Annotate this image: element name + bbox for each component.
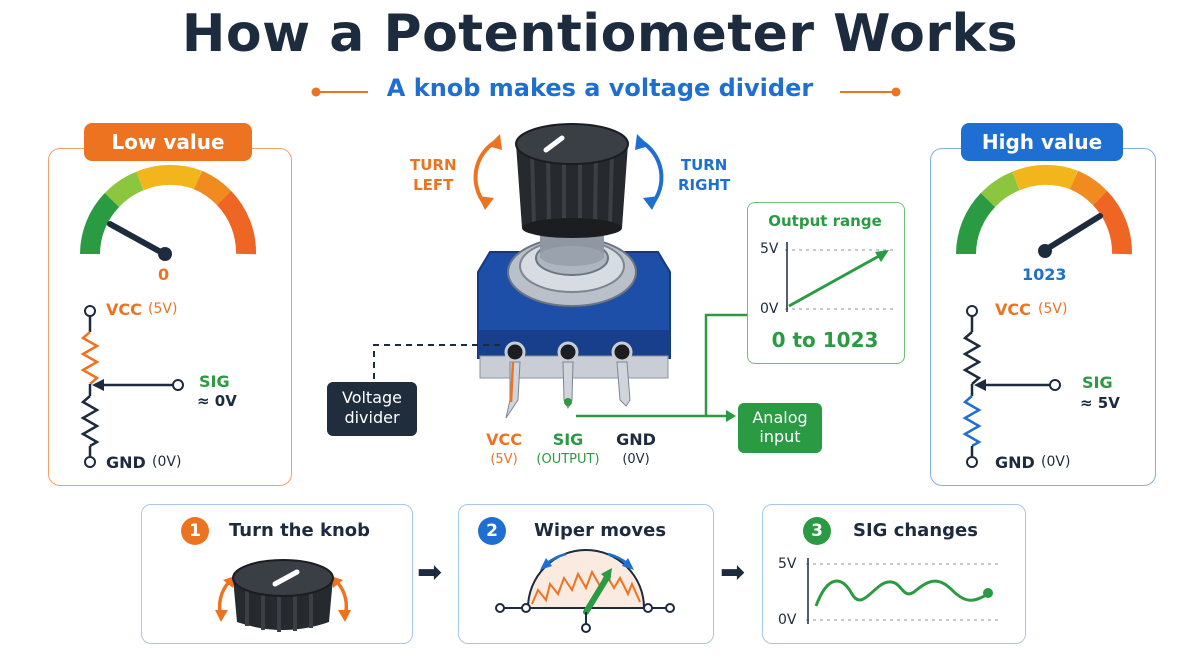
high-value-panel <box>930 148 1156 486</box>
high-gauge-needle <box>1039 213 1103 255</box>
step-1-number: 1 <box>181 517 209 545</box>
low-reading: 0 <box>158 265 170 284</box>
high-sig-label: SIG <box>1082 373 1113 392</box>
turn-left-arrow-icon <box>473 140 497 206</box>
step-arrow-1-icon: ➡ <box>417 555 443 590</box>
high-resistor-circuit <box>962 305 1061 468</box>
step-1-knob-icon <box>215 559 351 632</box>
step-3-signal-plot <box>806 558 1000 624</box>
output-range-value: 0 to 1023 <box>771 328 879 352</box>
step-1-title: Turn the knob <box>229 520 371 541</box>
pin-vcc-label: VCC <box>486 430 522 449</box>
high-panel-graphics <box>956 164 1132 468</box>
step-3-y-bottom: 0V <box>778 612 797 628</box>
page-title: How a Potentiometer Works <box>181 4 1019 64</box>
high-gnd-label: GND <box>995 453 1035 472</box>
pin-sig-sub: (OUTPUT) <box>536 452 600 467</box>
potentiometer-illustration <box>373 123 748 422</box>
low-gauge-icon <box>80 164 256 261</box>
page-subtitle: A knob makes a voltage divider <box>386 74 814 102</box>
step-2-number: 2 <box>478 517 506 545</box>
high-reading: 1023 <box>1022 265 1067 284</box>
low-gauge-needle <box>107 221 171 259</box>
output-range-plot <box>785 242 897 312</box>
step-2-wiper-icon <box>495 549 675 633</box>
step-3-number: 3 <box>803 517 831 545</box>
pin-gnd-sub: (0V) <box>622 452 650 467</box>
low-value-tag: Low value <box>84 123 252 161</box>
output-range-title: Output range <box>768 212 882 230</box>
low-panel-graphics <box>80 164 256 468</box>
output-range-box <box>747 202 905 364</box>
step-2-title: Wiper moves <box>534 520 667 541</box>
low-resistor-circuit <box>80 305 184 468</box>
high-sig-value: ≈ 5V <box>1080 394 1120 412</box>
low-sig-value: ≈ 0V <box>197 392 237 410</box>
low-gnd-sub: (0V) <box>152 454 182 470</box>
output-range-y-top: 5V <box>760 241 779 257</box>
pot-knob-icon <box>515 123 629 238</box>
pin-gnd <box>616 361 631 407</box>
pin-vcc-sub: (5V) <box>490 452 518 467</box>
pin-sig-label: SIG <box>552 430 584 449</box>
high-value-tag: High value <box>961 123 1123 161</box>
low-vcc-label: VCC <box>106 300 142 319</box>
pot-nut <box>507 228 637 307</box>
subtitle-decor <box>311 87 901 97</box>
pin-gnd-label: GND <box>616 430 656 449</box>
high-gnd-sub: (0V) <box>1041 454 1071 470</box>
high-vcc-label: VCC <box>995 300 1031 319</box>
step-3-title: SIG changes <box>853 520 978 541</box>
step-sig-changes <box>762 504 1026 644</box>
turn-right-arrow-icon <box>640 140 664 206</box>
step-arrow-2-icon: ➡ <box>720 555 746 590</box>
pin-vcc <box>505 361 521 419</box>
output-range-y-bottom: 0V <box>760 301 779 317</box>
high-vcc-sub: (5V) <box>1038 301 1068 317</box>
step-3-y-top: 5V <box>778 556 797 572</box>
low-vcc-sub: (5V) <box>148 301 178 317</box>
low-gnd-label: GND <box>106 453 146 472</box>
low-sig-label: SIG <box>199 372 230 391</box>
high-gauge-icon <box>956 164 1132 258</box>
